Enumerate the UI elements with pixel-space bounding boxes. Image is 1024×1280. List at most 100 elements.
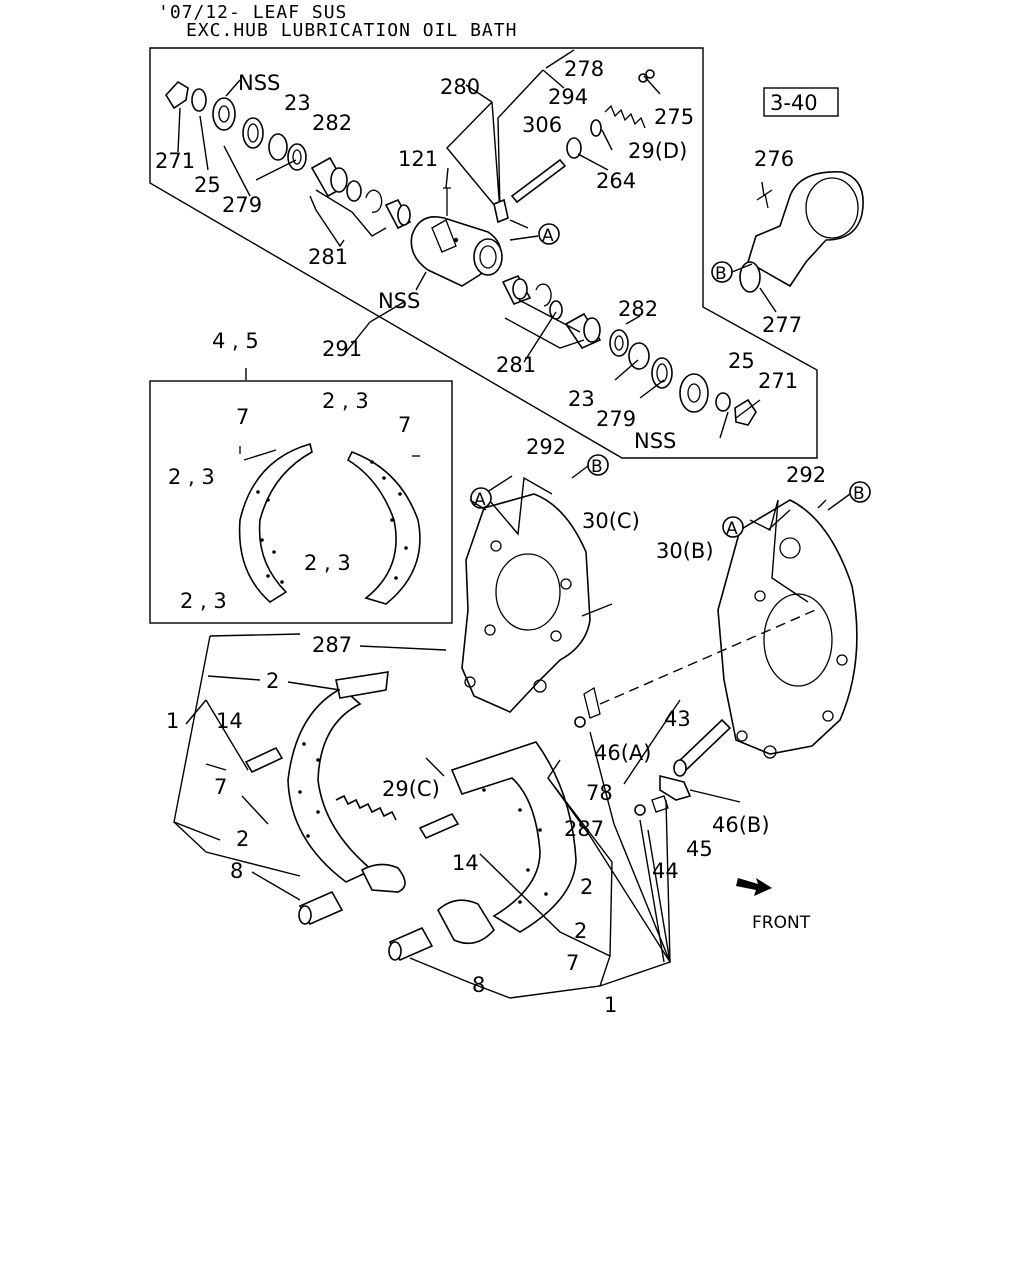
- label-287-bottom: 287: [564, 817, 604, 841]
- callout-b-3: [849, 481, 871, 503]
- header-line-2: EXC.HUB LUBRICATION OIL BATH: [186, 20, 518, 41]
- label-279-left: 279: [222, 193, 262, 217]
- label-282-right: 282: [618, 297, 658, 321]
- label-46b: 46(B): [712, 813, 770, 837]
- backing-plate-30c: [461, 493, 591, 713]
- part-45: [651, 795, 669, 813]
- label-279-right: 279: [596, 407, 636, 431]
- label-306: 306: [522, 113, 562, 137]
- part-279-right: [651, 357, 673, 389]
- part-labels: 271 25 279 NSS 23 282 281 280 294 278 27…: [155, 57, 826, 1017]
- label-nss-3: NSS: [634, 429, 676, 453]
- label-14-left: 14: [216, 709, 243, 733]
- label-121: 121: [398, 147, 438, 171]
- svg-text:A: A: [726, 519, 738, 539]
- part-46b: [659, 774, 692, 801]
- label-25-right: 25: [728, 349, 755, 373]
- part-14-pin-right: [418, 812, 460, 840]
- label-25-left: 25: [194, 173, 221, 197]
- front-arrow-icon: [736, 878, 772, 896]
- part-279-left: [242, 117, 264, 149]
- svg-text:A: A: [542, 226, 554, 246]
- label-1-left: 1: [166, 709, 179, 733]
- part-23-right: [628, 342, 650, 370]
- part-271-right: [734, 398, 757, 426]
- label-2-left: 2: [236, 827, 249, 851]
- label-2-3-b: 2 , 3: [168, 465, 215, 489]
- part-nss-seal-left: [212, 97, 236, 131]
- label-30c: 30(C): [582, 509, 640, 533]
- label-7-inset-left: 7: [236, 405, 249, 429]
- label-282-left: 282: [312, 111, 352, 135]
- label-nss-2: NSS: [378, 289, 420, 313]
- svg-text:B: B: [853, 484, 865, 504]
- label-277: 277: [762, 313, 802, 337]
- label-78: 78: [586, 781, 613, 805]
- part-276: [756, 189, 773, 209]
- label-29d: 29(D): [628, 139, 687, 163]
- label-8-right: 8: [472, 973, 485, 997]
- part-46a: [583, 686, 601, 719]
- callouts: A B B A B A: [469, 223, 871, 539]
- part-23-left: [268, 133, 288, 161]
- label-276: 276: [754, 147, 794, 171]
- part-271-left: [165, 80, 189, 110]
- part-264: [566, 137, 582, 159]
- label-8-left: 8: [230, 859, 243, 883]
- svg-text:B: B: [591, 457, 603, 477]
- ref-box: [763, 87, 839, 117]
- callout-b-2: [587, 454, 609, 476]
- part-29d: [604, 104, 646, 129]
- part-294: [590, 119, 602, 137]
- label-29c: 29(C): [382, 777, 440, 801]
- ref-box-label: 3-40: [770, 91, 818, 115]
- label-43: 43: [664, 707, 691, 731]
- label-271-left: 271: [155, 149, 195, 173]
- label-292-right: 292: [786, 463, 826, 487]
- label-292-left: 292: [526, 435, 566, 459]
- backing-plates: [461, 493, 858, 759]
- callout-a-1: [538, 223, 560, 245]
- part-14-pin-left: [244, 746, 284, 774]
- part-78: [574, 716, 586, 728]
- inset-shoe-left: [238, 443, 313, 603]
- label-nss-1: NSS: [238, 71, 280, 95]
- part-281-right: [549, 300, 563, 320]
- label-2-right-a: 2: [580, 875, 593, 899]
- label-30b: 30(B): [656, 539, 714, 563]
- svg-text:B: B: [715, 264, 727, 284]
- inset-shoes: [238, 443, 421, 605]
- label-287-top: 287: [312, 633, 352, 657]
- label-2-3-a: 2 , 3: [322, 389, 369, 413]
- part-281-left: [346, 180, 362, 202]
- part-278: [638, 73, 648, 83]
- part-306: [510, 158, 567, 204]
- part-277: [739, 261, 761, 293]
- label-2-right-b: 2: [574, 919, 587, 943]
- assembly-frame: [149, 47, 818, 459]
- label-2-3-c: 2 , 3: [304, 551, 351, 575]
- part-nss-seal-right: [679, 373, 709, 413]
- label-2-top: 2: [266, 669, 279, 693]
- label-14-right: 14: [452, 851, 479, 875]
- part-282-left: [287, 143, 307, 171]
- lower-brake-shoes: [244, 607, 821, 962]
- label-280: 280: [440, 75, 480, 99]
- label-7-left: 7: [214, 775, 227, 799]
- shoe-inset-frame: [149, 380, 453, 624]
- label-264: 264: [596, 169, 636, 193]
- header-line-1: '07/12- LEAF SUS: [158, 2, 348, 23]
- label-23-left: 23: [284, 91, 311, 115]
- label-275: 275: [654, 105, 694, 129]
- label-44: 44: [652, 859, 679, 883]
- brake-shoe-left: [287, 687, 374, 883]
- front-label: FRONT: [752, 913, 811, 933]
- axle-assembly: [165, 69, 864, 426]
- part-121: [443, 187, 451, 216]
- label-281-left: 281: [308, 245, 348, 269]
- label-291: 291: [322, 337, 362, 361]
- part-282-right: [609, 329, 629, 357]
- label-23-right: 23: [568, 387, 595, 411]
- label-7-inset-right: 7: [398, 413, 411, 437]
